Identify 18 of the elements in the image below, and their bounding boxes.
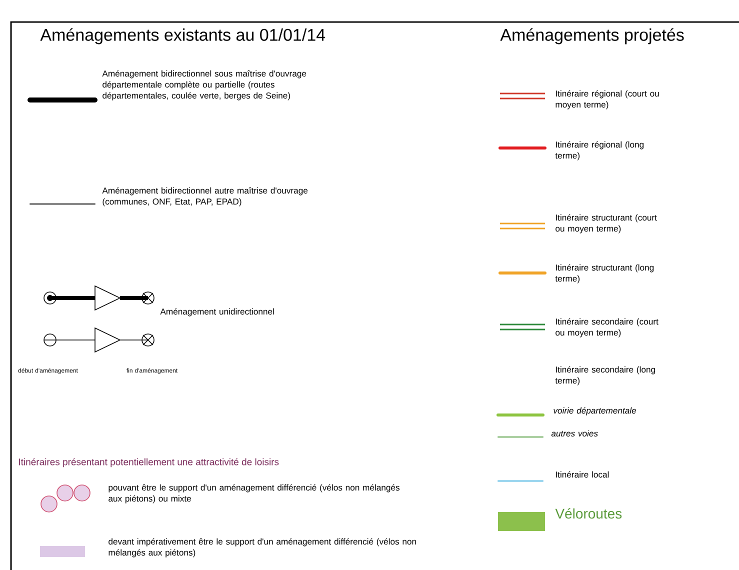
legend-text: Itinéraire secondaire (long terme) [555, 366, 655, 386]
legend-text: Aménagement bidirectionnel autre maîtrise d'ouvrage (communes, ONF, Etat, PAP, EPAD) [102, 187, 308, 206]
legend-text: Véloroutes [555, 508, 622, 519]
legend-text: autres voies [551, 430, 598, 436]
legend-text: Itinéraire secondaire (court ou moyen terme) [556, 318, 658, 338]
legend-text: Itinéraire local [556, 471, 609, 478]
legend-text: voirie départementale [554, 407, 636, 416]
legend-heading: Aménagements existants au 01/01/14 [40, 28, 326, 44]
legend-text: Itinéraire régional (court ou moyen terme) [556, 90, 659, 110]
legend-text: Aménagement bidirectionnel sous maîtrise d'ouvrage départementale complète ou partielle (routes départementales, coulée verte, berges de Seine) [102, 70, 306, 100]
legend-text: Aménagement unidirectionnel [160, 308, 274, 316]
section-heading: Itinéraires présentant potentiellement une attractivité de loisirs [19, 458, 279, 468]
legend-text: pouvant être le support d'un aménagement différencié (vélos non mélangés aux piétons) ou mixte [108, 484, 400, 504]
legend-heading: Aménagements projetés [500, 28, 684, 44]
legend-text: Itinéraire régional (long terme) [555, 141, 644, 160]
legend-text: Itinéraire structurant (long terme) [555, 264, 654, 284]
legend-text: devant impérativement être le support d'un aménagement différencié (vélos non mélangés aux piétons) [108, 538, 416, 558]
legend-text: Itinéraire structurant (court ou moyen terme) [556, 214, 657, 234]
